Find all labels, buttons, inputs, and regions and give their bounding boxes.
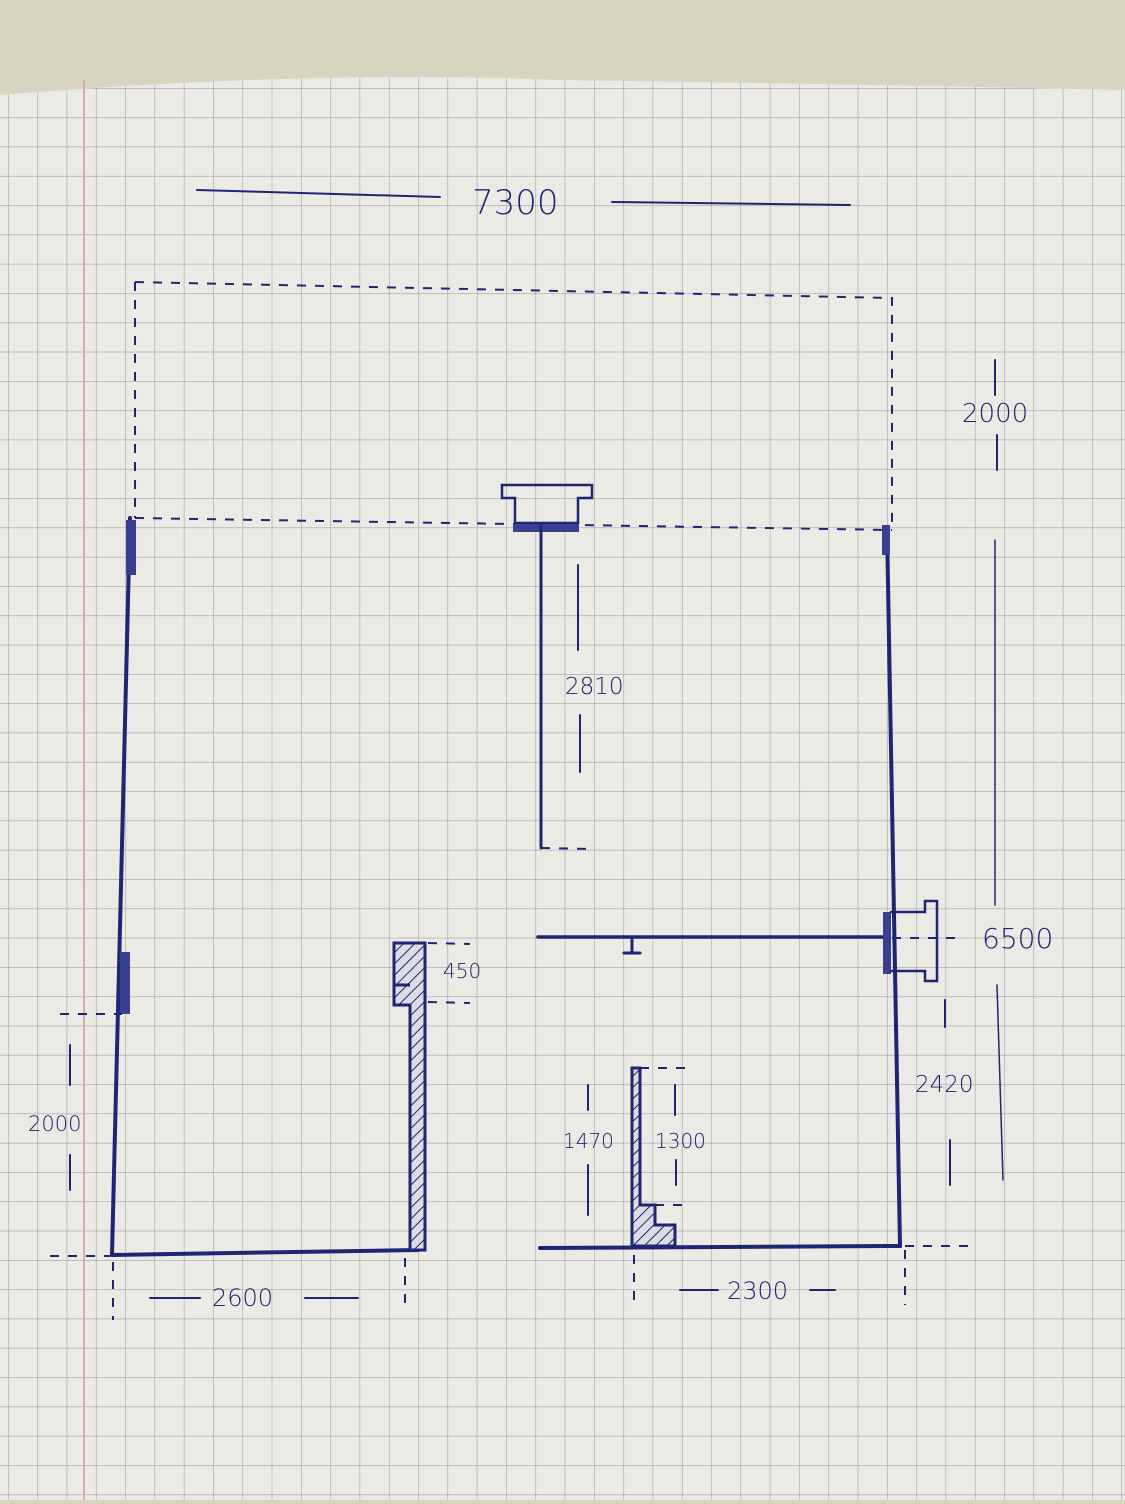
exterior-walls — [110, 516, 902, 1257]
label-1300: 1300 — [655, 1129, 706, 1153]
label-2300: 2300 — [727, 1277, 788, 1305]
dim-dash — [427, 942, 471, 945]
short-inner-wall — [630, 1066, 677, 1248]
label-1470: 1470 — [563, 1129, 614, 1153]
label-450: 450 — [443, 959, 481, 983]
label-2600: 2600 — [212, 1284, 273, 1312]
top-fixture — [500, 483, 594, 532]
label-6500: 6500 — [982, 922, 1053, 955]
label-2420: 2420 — [915, 1072, 974, 1098]
left-inner-wall — [392, 941, 427, 1252]
dashed-extension-outline — [134, 281, 893, 530]
left-opening-marker — [120, 952, 130, 1014]
left-wall-marker — [126, 520, 136, 575]
dim-dash — [427, 1001, 471, 1004]
label-2000-left: 2000 — [28, 1112, 81, 1136]
wall-tee — [622, 938, 642, 955]
label-7300: 7300 — [472, 183, 559, 223]
label-2000-top: 2000 — [962, 399, 1028, 429]
right-wall-marker — [882, 525, 890, 555]
dim-line-6500 — [996, 984, 1004, 1181]
dimension-total-width — [196, 189, 851, 206]
grid-lines — [0, 77, 1125, 1501]
label-2810: 2810 — [565, 674, 624, 700]
partition-end-dash — [540, 847, 591, 850]
right-fixture — [883, 899, 939, 983]
